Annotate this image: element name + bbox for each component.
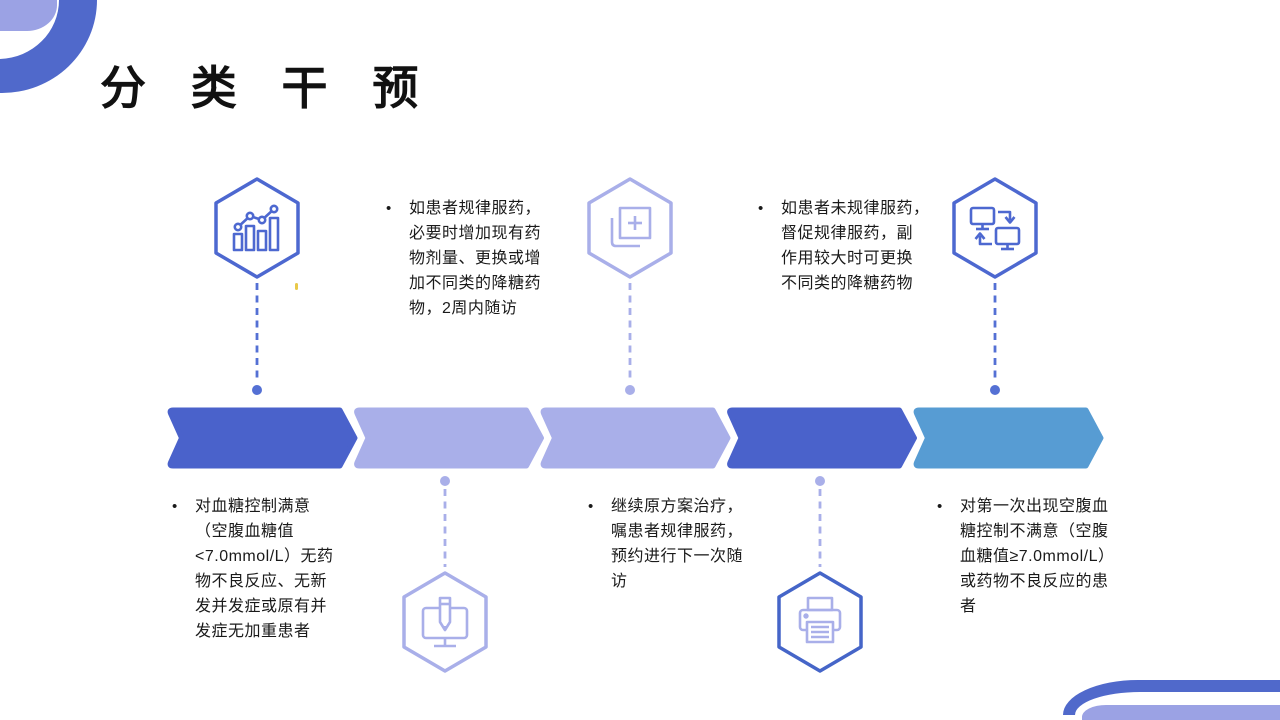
- hexagon-step-5: [772, 569, 868, 675]
- hexagon-step-1: [209, 175, 305, 281]
- corner-band-shape: [1063, 680, 1280, 715]
- corner-band-shape: [0, 0, 97, 94]
- add-layer-icon: [610, 206, 652, 248]
- connector-hex1-bar1: [252, 283, 262, 395]
- note-text: 继续原方案治疗， 嘱患者规律服药， 预约进行下一次随 访: [611, 498, 744, 590]
- hexagon-step-4: [397, 569, 493, 675]
- note-text: 如患者规律服药， 必要时增加现有药 物剂量、更换或增 加不同类的降糖药 物，2周…: [409, 200, 542, 317]
- connector-dot: [440, 476, 450, 486]
- hexagon-step-3: [947, 175, 1043, 281]
- connector-hex3-bar5: [990, 283, 1000, 395]
- note-top-2: • 如患者未规律服药， 督促规律服药，副 作用较大时可更换 不同类的降糖药物: [758, 196, 953, 296]
- note-bottom-3: • 对第一次出现空腹血 糖控制不满意（空腹 血糖值≥7.0mmol/L） 或药物…: [937, 494, 1142, 619]
- bullet-glyph: •: [758, 200, 764, 217]
- corner-decoration-bottom-right-band: [1063, 680, 1280, 715]
- hexagon-outline: [402, 571, 488, 673]
- note-text: 对血糖控制满意 （空腹血糖值 <7.0mmol/L）无药 物不良反应、无新 发并…: [195, 498, 334, 640]
- bullet-glyph: •: [588, 498, 594, 515]
- connector-hex2-bar3: [625, 283, 635, 395]
- timeline-bar-2: [354, 407, 544, 469]
- hexagon-step-2: [582, 175, 678, 281]
- connector-dot: [252, 385, 262, 395]
- bullet-glyph: •: [937, 498, 943, 515]
- hexagon-outline: [952, 177, 1038, 279]
- timeline-bar-3: [540, 407, 731, 469]
- connector-dot: [625, 385, 635, 395]
- page-title: 分 类 干 预: [100, 62, 435, 114]
- timeline-bar-4: [727, 407, 917, 469]
- connector-dot: [990, 385, 1000, 395]
- bar-chart-trend-icon: [232, 204, 280, 252]
- corner-decoration-bottom-right-inner: [1082, 705, 1280, 720]
- corner-decoration-top-left-band: [0, 0, 97, 94]
- timeline-bars: [167, 407, 1104, 469]
- bullet-glyph: •: [386, 200, 392, 217]
- connector-bar4-hex5: [815, 476, 825, 567]
- bullet-glyph: •: [172, 498, 178, 515]
- note-text: 对第一次出现空腹血 糖控制不满意（空腹 血糖值≥7.0mmol/L） 或药物不良…: [960, 498, 1115, 615]
- note-bottom-2: • 继续原方案治疗， 嘱患者规律服药， 预约进行下一次随 访: [588, 494, 773, 594]
- timeline-bar-5: [913, 407, 1104, 469]
- printer-icon: [798, 596, 842, 644]
- note-text: 如患者未规律服药， 督促规律服药，副 作用较大时可更换 不同类的降糖药物: [781, 200, 930, 292]
- connector-dot: [815, 476, 825, 486]
- hexagon-outline: [214, 177, 300, 279]
- yellow-speck-decoration: [295, 283, 298, 290]
- note-bottom-1: • 对血糖控制满意 （空腹血糖值 <7.0mmol/L）无药 物不良反应、无新 …: [172, 494, 362, 644]
- note-top-1: • 如患者规律服药， 必要时增加现有药 物剂量、更换或增 加不同类的降糖药 物，…: [386, 196, 571, 321]
- monitor-edit-icon: [421, 596, 469, 648]
- monitors-sync-icon: [969, 206, 1021, 251]
- hexagon-outline: [587, 177, 673, 279]
- hexagon-outline: [777, 571, 863, 673]
- connector-bar2-hex4: [440, 476, 450, 567]
- timeline-bar-1: [167, 407, 358, 469]
